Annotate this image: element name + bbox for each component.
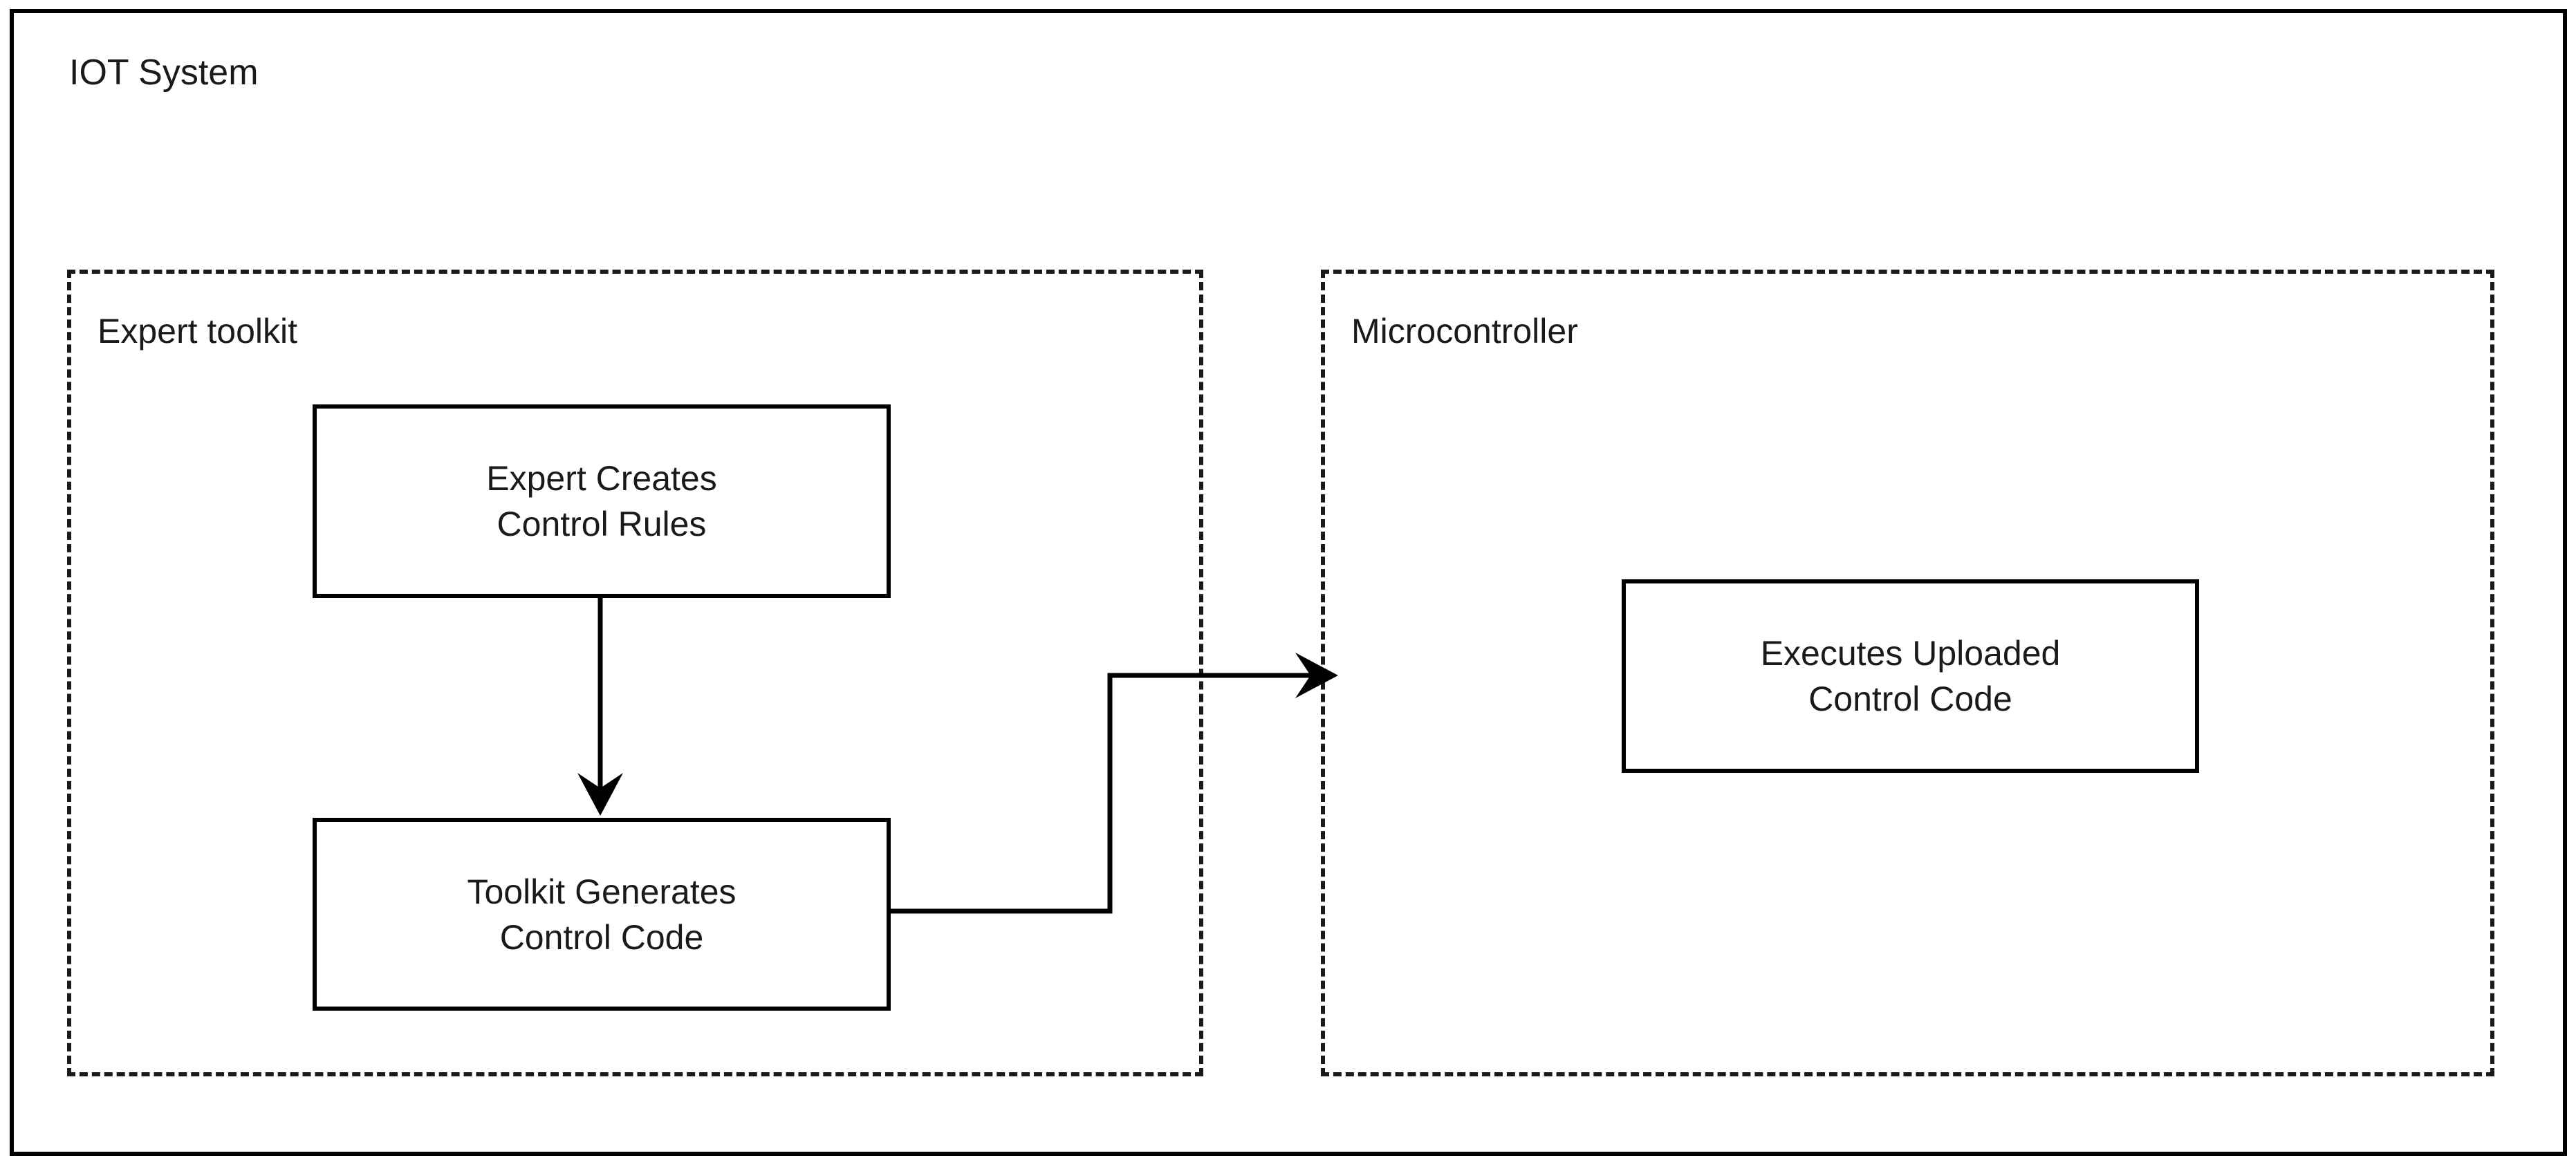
node-expert-creates-control-rules[interactable]: Expert Creates Control Rules [313, 404, 891, 598]
node-executes-uploaded-control-code[interactable]: Executes Uploaded Control Code [1622, 579, 2199, 773]
subsystem-microcontroller-label: Microcontroller [1351, 312, 1578, 350]
node-executes-uploaded-control-code-label: Executes Uploaded Control Code [1760, 634, 2061, 718]
node-expert-creates-control-rules-label: Expert Creates Control Rules [486, 459, 717, 543]
node-toolkit-generates-control-code-label: Toolkit Generates Control Code [467, 872, 736, 957]
system-title: IOT System [69, 53, 259, 93]
subsystem-expert-toolkit-label: Expert toolkit [98, 312, 298, 350]
node-toolkit-generates-control-code[interactable]: Toolkit Generates Control Code [313, 818, 891, 1011]
